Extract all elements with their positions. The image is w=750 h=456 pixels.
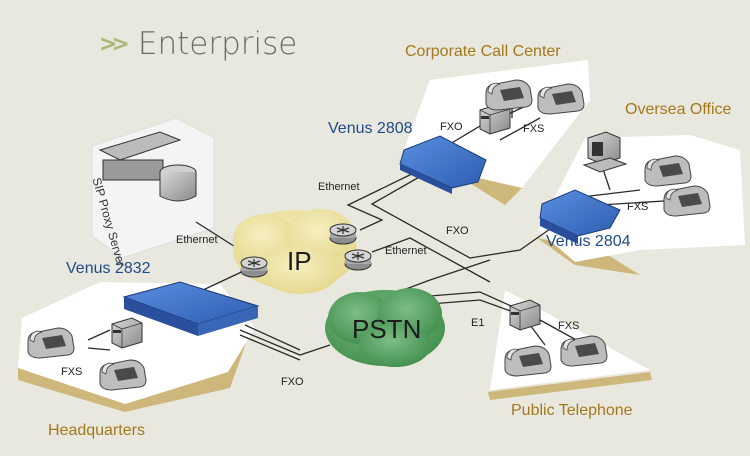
link-label-fxo-corp: FXO <box>440 121 463 133</box>
computer-icon <box>582 131 628 173</box>
phone-icon <box>560 335 608 367</box>
link-label-fxs-public: FXS <box>558 320 580 332</box>
cloud-label-ip: IP <box>287 246 312 276</box>
phone-icon <box>644 155 692 187</box>
sip-proxy-server <box>91 117 215 259</box>
venus-2808-device <box>399 135 487 194</box>
site-label-public: Public Telephone <box>511 402 633 419</box>
link-label-ethernet-proxy: Ethernet <box>176 234 218 246</box>
cloud-label-pstn: PSTN <box>352 314 422 344</box>
phone-icon <box>537 83 585 115</box>
device-label-venus-2832: Venus 2832 <box>66 260 151 277</box>
pbx-icon <box>509 299 541 331</box>
site-label-oversea: Oversea Office <box>625 101 732 118</box>
page-title: >> Enterprise <box>99 24 297 64</box>
pstn-cloud <box>325 288 445 367</box>
phone-icon <box>485 79 533 111</box>
router-icon <box>329 223 357 245</box>
link-label-fxs-hq: FXS <box>61 366 83 378</box>
double-chevron-right-icon: >> <box>99 31 130 57</box>
router-icon <box>344 249 372 271</box>
router-icon <box>240 256 268 278</box>
link-label-fxs-corp: FXS <box>523 123 545 135</box>
title-text: Enterprise <box>137 26 298 62</box>
device-label-venus-2808: Venus 2808 <box>328 120 413 137</box>
link-label-e1: E1 <box>471 317 485 329</box>
pbx-icon <box>111 317 143 349</box>
venus-2804-device <box>539 189 621 244</box>
link-label-ethernet-2804: Ethernet <box>385 245 427 257</box>
device-label-venus-2804: Venus 2804 <box>546 233 631 250</box>
site-label-corporate: Corporate Call Center <box>405 43 561 60</box>
phone-icon <box>663 185 711 217</box>
venus-2832-device <box>122 281 260 336</box>
phone-icon <box>504 345 552 377</box>
phone-icon <box>27 327 75 359</box>
link-label-fxs-oversea: FXS <box>627 201 649 213</box>
link-label-fxo-hq: FXO <box>281 376 304 388</box>
site-label-headquarters: Headquarters <box>48 422 145 439</box>
link-label-ethernet-2808: Ethernet <box>318 181 360 193</box>
phone-icon <box>99 359 147 391</box>
link-label-fxo-2808: FXO <box>446 225 469 237</box>
